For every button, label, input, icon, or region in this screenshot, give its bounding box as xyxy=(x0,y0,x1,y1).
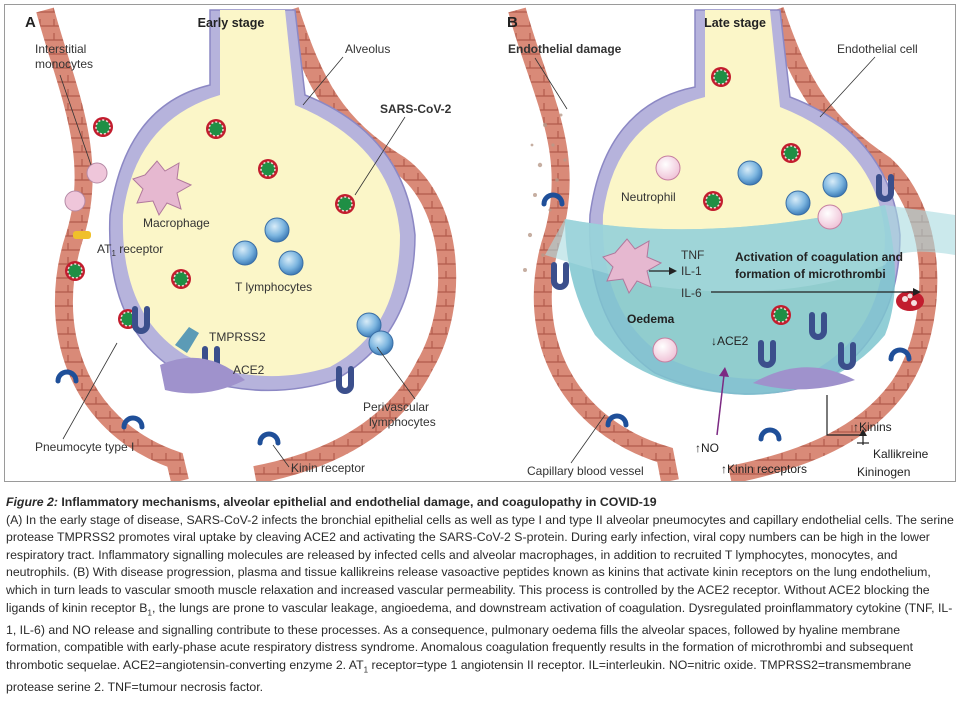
label-alveolus: Alveolus xyxy=(345,42,390,56)
label-coagulation-1: Activation of coagulation and xyxy=(735,250,903,264)
label-perivascular-1: Perivascular xyxy=(363,400,429,414)
label-coagulation-2: formation of microthrombi xyxy=(735,267,886,281)
label-t-lymphocytes: T lymphocytes xyxy=(235,280,312,294)
figure-illustration: A Early stage Interstitial monocytes Alv… xyxy=(25,7,955,484)
label-interstitial-2: monocytes xyxy=(35,57,93,71)
label-kinin-receptors-up: ↑Kinin receptors xyxy=(721,462,807,476)
label-interstitial-1: Interstitial xyxy=(35,42,86,56)
figure-frame: A Early stage Interstitial monocytes Alv… xyxy=(4,4,956,484)
label-at1-receptor: AT1 receptor xyxy=(97,242,163,258)
label-kinin-receptor: Kinin receptor xyxy=(291,461,365,475)
label-macrophage: Macrophage xyxy=(143,216,210,230)
label-ace2-down: ↓ACE2 xyxy=(711,334,749,348)
caption-title: Figure 2: Inflammatory mechanisms, alveo… xyxy=(6,495,657,509)
label-il6: IL-6 xyxy=(681,286,702,300)
panel-b xyxy=(508,7,955,484)
label-ace2-a: ACE2 xyxy=(233,363,265,377)
label-tnf: TNF xyxy=(681,248,704,262)
label-capillary: Capillary blood vessel xyxy=(527,464,644,478)
label-kininogen: Kininogen xyxy=(857,465,910,479)
label-oedema: Oedema xyxy=(627,312,675,326)
label-endothelial-damage: Endothelial damage xyxy=(508,42,622,56)
label-sars-cov-2-a: SARS-CoV-2 xyxy=(380,102,452,116)
panel-a-title: Early stage xyxy=(198,16,265,30)
caption-body: (A) In the early stage of disease, SARS-… xyxy=(6,512,954,694)
panel-a xyxy=(36,7,457,484)
label-perivascular-2: lymphocytes xyxy=(369,415,436,429)
panel-b-letter: B xyxy=(507,14,518,31)
panel-a-letter: A xyxy=(25,14,36,31)
label-endothelial-cell: Endothelial cell xyxy=(837,42,918,56)
label-tmprss2: TMPRSS2 xyxy=(209,330,266,344)
panel-a-labels: A Early stage Interstitial monocytes Alv… xyxy=(25,14,452,475)
label-il1: IL-1 xyxy=(681,264,702,278)
figure-caption: Figure 2: Inflammatory mechanisms, alveo… xyxy=(6,494,954,696)
panel-b-title: Late stage xyxy=(704,16,766,30)
label-kallikreine: Kallikreine xyxy=(873,447,929,461)
label-kinins-up: ↑Kinins xyxy=(853,420,892,434)
label-no-up: ↑NO xyxy=(695,441,719,455)
label-pneumocyte: Pneumocyte type I xyxy=(35,440,134,454)
panel-b-labels: B Late stage Endothelial damage Endothel… xyxy=(507,14,929,479)
label-neutrophil: Neutrophil xyxy=(621,190,676,204)
